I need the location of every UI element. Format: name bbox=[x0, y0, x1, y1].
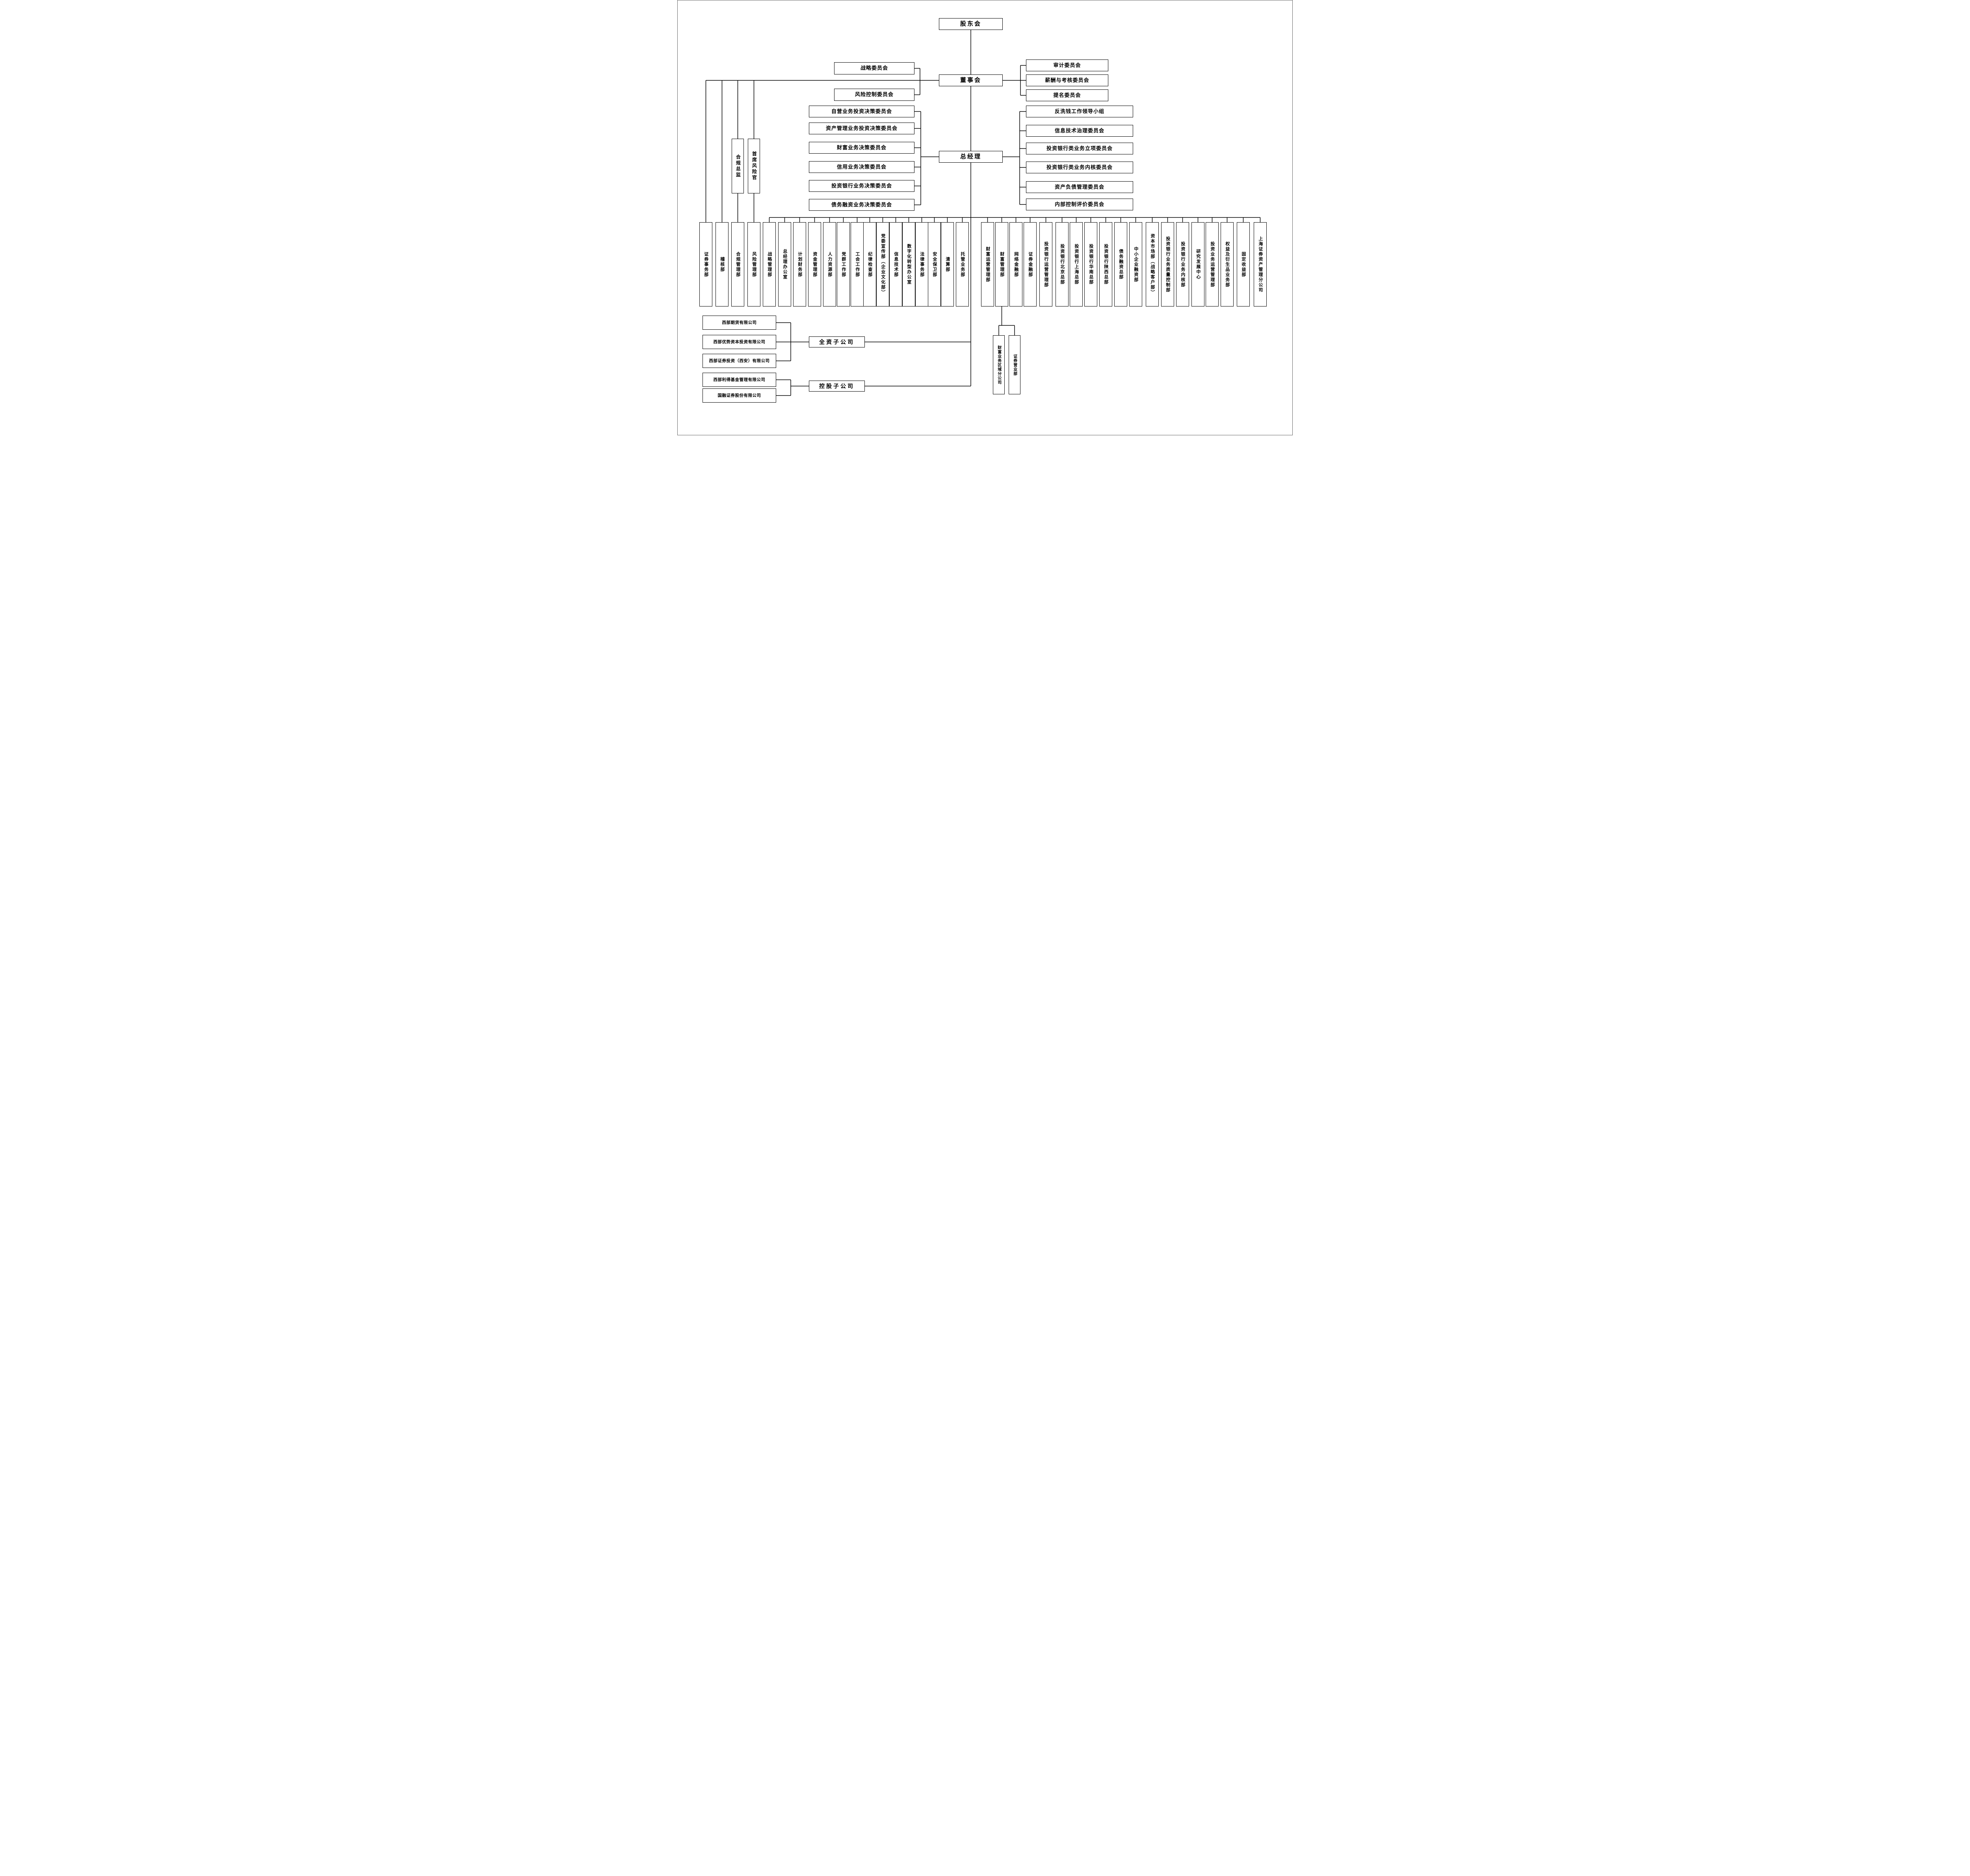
org-chart: 股东会 董事会 总经理 战略委员会风险控制委员会 审计委员会薪酬与考核委员会提名… bbox=[677, 0, 1293, 435]
department-box: 稽核部 bbox=[716, 222, 729, 306]
department-box: 投资银行陕西总部 bbox=[1099, 222, 1112, 306]
department-box: 党委宣传部（企业文化部） bbox=[876, 222, 889, 306]
gm-committee-box: 资产管理业务投资决策委员会 bbox=[809, 123, 914, 134]
department-box: 投资银行北京总部 bbox=[1056, 222, 1069, 306]
gm-committee-box: 资产负债管理委员会 bbox=[1026, 181, 1133, 193]
department-box: 纪律检查部 bbox=[863, 222, 876, 306]
department-box: 上海证券资产管理分公司 bbox=[1254, 222, 1267, 306]
connector-lines bbox=[705, 30, 1261, 396]
department-box: 投资业务运营管理部 bbox=[1206, 222, 1219, 306]
wholly-owned-subsidiaries-label: 全资子公司 bbox=[809, 336, 865, 347]
department-box: 中小企业融资部 bbox=[1129, 222, 1142, 306]
department-box: 投资银行华南总部 bbox=[1084, 222, 1097, 306]
wealth-subunit-box: 证券营业部 bbox=[1009, 335, 1020, 394]
gm-committee-box: 反洗钱工作领导小组 bbox=[1026, 106, 1133, 117]
board-committee-box: 战略委员会 bbox=[834, 62, 914, 74]
board-committee-box: 审计委员会 bbox=[1026, 59, 1108, 71]
board-box: 董事会 bbox=[939, 74, 1003, 86]
officer-box: 首席风险官 bbox=[748, 139, 760, 193]
shareholders-box: 股东会 bbox=[939, 18, 1003, 30]
department-box: 战略管理部 bbox=[763, 222, 776, 306]
department-box: 总经理办公室 bbox=[778, 222, 791, 306]
gm-committee-box: 投资银行业务决策委员会 bbox=[809, 180, 914, 192]
department-box: 证券金融部 bbox=[1024, 222, 1037, 306]
department-box: 信息技术部 bbox=[889, 222, 902, 306]
department-box: 计划财务部 bbox=[793, 222, 806, 306]
gm-committee-box: 投资银行类业务内核委员会 bbox=[1026, 162, 1133, 173]
gm-committee-box: 债务融资业务决策委员会 bbox=[809, 199, 914, 211]
department-box: 资本市场部（战略客户部） bbox=[1146, 222, 1159, 306]
department-box: 固定收益部 bbox=[1237, 222, 1250, 306]
department-box: 债务融资总部 bbox=[1114, 222, 1127, 306]
department-box: 网络金融部 bbox=[1009, 222, 1022, 306]
gm-committee-box: 信用业务决策委员会 bbox=[809, 161, 914, 173]
department-box: 法律事务部 bbox=[915, 222, 928, 306]
department-box: 人力资源部 bbox=[823, 222, 836, 306]
department-box: 证券事务部 bbox=[699, 222, 712, 306]
gm-committee-box: 内部控制评价委员会 bbox=[1026, 199, 1133, 210]
gm-committee-box: 财富业务决策委员会 bbox=[809, 142, 914, 154]
department-box: 托管业务部 bbox=[956, 222, 969, 306]
general-manager-box: 总经理 bbox=[939, 151, 1003, 163]
subsidiary-box: 国融证券股份有限公司 bbox=[703, 388, 776, 403]
subsidiary-box: 西部证券投资（西安）有限公司 bbox=[703, 354, 776, 368]
subsidiary-box: 西部利得基金管理有限公司 bbox=[703, 373, 776, 387]
gm-committee-box: 自营业务投资决策委员会 bbox=[809, 106, 914, 117]
department-box: 投资银行业务内核部 bbox=[1176, 222, 1189, 306]
department-box: 财富运营管理部 bbox=[981, 222, 994, 306]
department-box: 资金管理部 bbox=[808, 222, 821, 306]
department-box: 财富管理部 bbox=[995, 222, 1008, 306]
board-committee-box: 提名委员会 bbox=[1026, 89, 1108, 101]
department-box: 安全保卫部 bbox=[928, 222, 941, 306]
officer-box: 合规总监 bbox=[732, 139, 744, 193]
department-box: 工会工作部 bbox=[851, 222, 864, 306]
department-box: 合规管理部 bbox=[731, 222, 744, 306]
subsidiary-box: 西部优势资本投资有限公司 bbox=[703, 335, 776, 349]
wealth-subunit-box: 财富业务区域分公司 bbox=[993, 335, 1005, 394]
department-box: 投资银行运营管理部 bbox=[1039, 222, 1052, 306]
department-box: 研究发展中心 bbox=[1191, 222, 1204, 306]
subsidiary-box: 西部期货有限公司 bbox=[703, 316, 776, 330]
department-box: 清算部 bbox=[941, 222, 954, 306]
department-box: 党群工作部 bbox=[837, 222, 850, 306]
gm-committee-box: 信息技术治理委员会 bbox=[1026, 125, 1133, 137]
department-box: 权益及衍生品业务部 bbox=[1221, 222, 1234, 306]
gm-committee-box: 投资银行类业务立项委员会 bbox=[1026, 143, 1133, 154]
department-box: 投资银行上海总部 bbox=[1070, 222, 1083, 306]
board-committee-box: 薪酬与考核委员会 bbox=[1026, 74, 1108, 86]
holding-subsidiaries-label: 控股子公司 bbox=[809, 381, 865, 392]
board-committee-box: 风险控制委员会 bbox=[834, 89, 914, 101]
department-box: 风险管理部 bbox=[747, 222, 760, 306]
department-box: 投资银行业务质量控制部 bbox=[1161, 222, 1174, 306]
department-box: 数字化转型办公室 bbox=[902, 222, 915, 306]
